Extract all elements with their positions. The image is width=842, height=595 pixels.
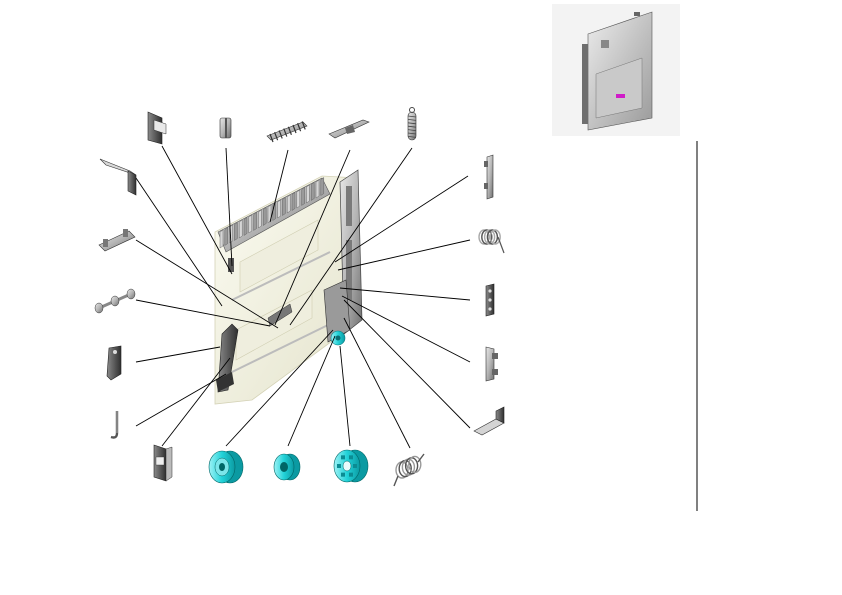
leader-line-p18 [339,287,471,301]
coil-spring-icon[interactable] [478,229,505,254]
comb-finger [219,229,224,249]
leader-line-p19 [341,295,471,363]
leader-line-p05 [289,147,413,326]
comb-finger [258,209,262,229]
comb-finger [234,222,238,241]
leader-line-p20 [343,299,471,429]
comb-finger [263,207,267,226]
angle-bracket-icon[interactable] [99,158,137,196]
guide-rod-upper [231,251,331,301]
comb-finger [311,182,315,201]
leader-line-p12 [225,329,334,447]
leader-line-p13 [287,335,336,447]
rail-bracket-icon[interactable] [98,229,136,252]
comb-finger [315,179,320,199]
leader-line-p02 [225,147,233,267]
thumbnail-tab [634,12,640,16]
pivot-arm-icon[interactable] [485,346,498,382]
leader-line-p15 [343,317,411,449]
slotted-link-icon[interactable] [485,283,495,317]
leader-line-p16 [334,175,469,263]
leader-line-p11 [161,357,231,447]
left-lever-foot [216,372,234,392]
exploded-parts [94,107,505,487]
frame-bracket [267,303,293,327]
comb-finger [296,189,300,209]
thumbnail-side-rail [582,44,588,124]
leader-line-p03 [269,149,289,223]
comb-finger [253,212,257,231]
thumbnail-inner-panel [595,57,643,119]
comb-finger [320,177,324,196]
frame-opening-upper [239,219,319,293]
corner-bracket-icon[interactable] [473,406,505,436]
leader-line-p07 [135,239,279,329]
leader-line-p17 [337,239,471,271]
leader-line-p04 [274,149,351,326]
latch-block-icon[interactable] [153,444,173,482]
comb-finger [267,204,272,224]
comb-finger [277,199,281,219]
rail-slot-upper [346,186,352,226]
mount-plate-icon[interactable] [484,154,494,200]
assembly-thumbnail [552,4,680,136]
leader-lines [135,145,471,449]
frame-clip [228,258,234,272]
comb-finger [306,184,310,204]
leader-line-p01 [161,145,233,275]
torsion-spring-icon[interactable] [393,453,425,487]
thumbnail-highlight-marker [616,94,625,98]
hook-pin-icon[interactable] [110,411,119,439]
comb-finger [291,192,296,211]
leader-line-p14 [339,345,351,447]
gear-large-icon[interactable] [208,450,244,484]
guide-rod-lower [231,323,331,373]
rail-slot-lower [346,240,352,300]
comb-finger [287,194,291,214]
gear-small-icon[interactable] [273,453,301,481]
comb-finger [243,217,248,236]
extension-spring-icon[interactable] [407,107,417,141]
main-assembly [214,169,363,405]
leader-line-p09 [135,346,221,363]
gear-clutch-icon[interactable] [333,449,369,483]
comb-finger [282,197,286,216]
thumbnail-detail [601,40,609,48]
clip-icon[interactable] [219,117,232,139]
comb-finger [301,187,305,206]
bracket-icon[interactable] [147,111,167,145]
center-gear-hub [335,335,341,341]
lever-plate-icon[interactable] [328,119,370,139]
leader-line-p06 [135,177,223,307]
comb-finger [238,219,243,239]
shaft-roller-icon[interactable] [94,288,136,314]
comb-guide-icon[interactable] [266,121,308,143]
comb-finger [224,227,229,246]
link-arm-icon[interactable] [106,345,122,381]
leader-line-p08 [135,299,271,327]
comb-finger [248,214,253,234]
leader-line-p10 [135,373,227,427]
comb-guide-fingers [219,177,324,249]
